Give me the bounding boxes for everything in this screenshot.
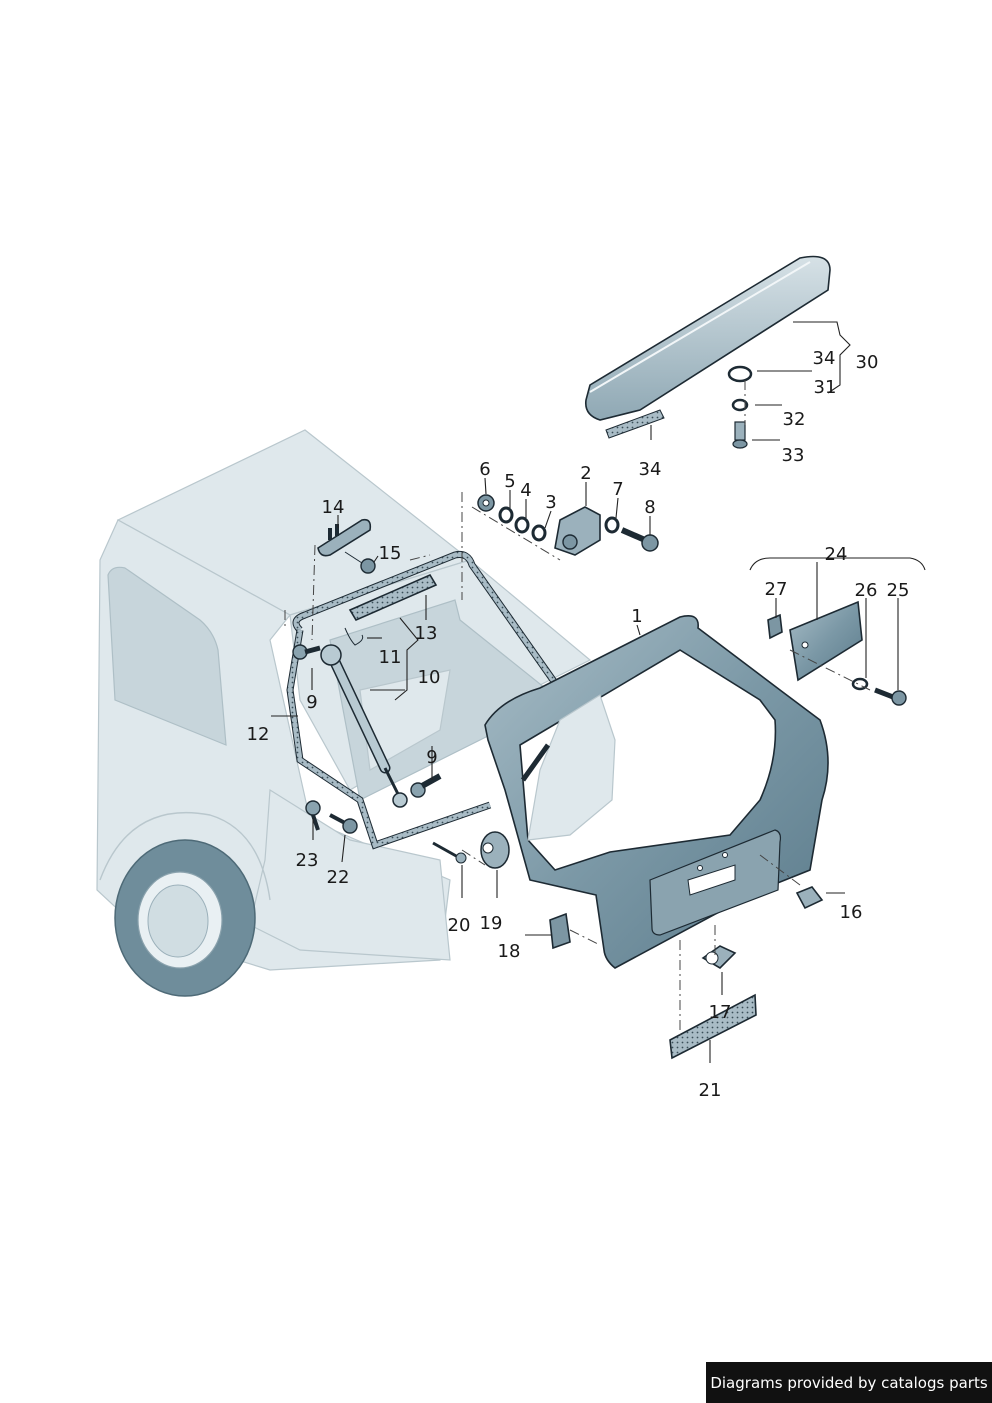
callout-label: 31 — [814, 377, 837, 398]
car-body — [96, 429, 616, 997]
callout-label: 2 — [580, 463, 591, 484]
callout-label: 13 — [415, 623, 438, 644]
callout-label: 18 — [498, 941, 521, 962]
callout-label: 3 — [545, 492, 556, 513]
bolt-23 — [305, 800, 321, 831]
bump-stop — [795, 886, 824, 910]
bolt-22 — [329, 813, 358, 834]
callout-label: 9 — [306, 692, 317, 713]
clip-11 — [344, 627, 364, 646]
tailgate-seal — [286, 551, 564, 850]
callout-label: 14 — [322, 497, 345, 518]
callout-label: 7 — [612, 479, 623, 500]
callout-label: 4 — [520, 480, 531, 501]
callout-label: 20 — [448, 915, 471, 936]
callout-label: 23 — [296, 850, 319, 871]
callout-labels: 1234567899101112131415161718192021222324… — [247, 348, 910, 1101]
assembly-lines — [284, 380, 871, 1035]
bolt-15 — [344, 551, 376, 574]
attribution-text: Diagrams provided by catalogs parts — [710, 1373, 988, 1392]
callout-label: 27 — [765, 579, 788, 600]
ball-stud-upper — [292, 644, 321, 660]
callout-label: 16 — [840, 902, 863, 923]
buffer-18 — [549, 912, 571, 950]
callout-label: 33 — [782, 445, 805, 466]
tailgate-lock — [480, 831, 510, 869]
callout-label: 34 — [639, 459, 662, 480]
callout-label: 10 — [418, 667, 441, 688]
tailgate — [484, 615, 829, 969]
callout-label: 21 — [699, 1080, 722, 1101]
gas-strut — [320, 644, 408, 808]
lock-cylinder — [701, 945, 737, 970]
callout-label: 17 — [709, 1002, 732, 1023]
striker-plate — [317, 518, 372, 557]
callout-label: 11 — [379, 647, 402, 668]
licence-plate-bracket — [767, 600, 907, 706]
rear-spoiler — [584, 255, 831, 449]
callout-label: 6 — [479, 459, 490, 480]
callout-label: 26 — [855, 580, 878, 601]
callout-label: 22 — [327, 867, 350, 888]
callout-label: 24 — [825, 544, 848, 565]
seal-strip-13 — [348, 573, 438, 622]
callout-label: 34 — [813, 348, 836, 369]
pin-20 — [432, 841, 467, 864]
attribution-footer: Diagrams provided by catalogs parts — [706, 1362, 992, 1403]
callout-label: 25 — [887, 580, 910, 601]
callout-label: 15 — [379, 543, 402, 564]
callout-label: 32 — [783, 409, 806, 430]
callout-label: 5 — [504, 471, 515, 492]
callout-label: 12 — [247, 724, 270, 745]
callout-label: 9 — [426, 747, 437, 768]
callout-label: 19 — [480, 913, 503, 934]
leader-lines — [271, 321, 926, 1063]
trim-strip — [669, 993, 757, 1060]
callout-label: 30 — [856, 352, 879, 373]
ball-stud-lower — [410, 773, 442, 798]
callout-label: 1 — [631, 606, 642, 627]
callout-label: 8 — [644, 497, 655, 518]
hinge-assembly — [477, 494, 659, 556]
